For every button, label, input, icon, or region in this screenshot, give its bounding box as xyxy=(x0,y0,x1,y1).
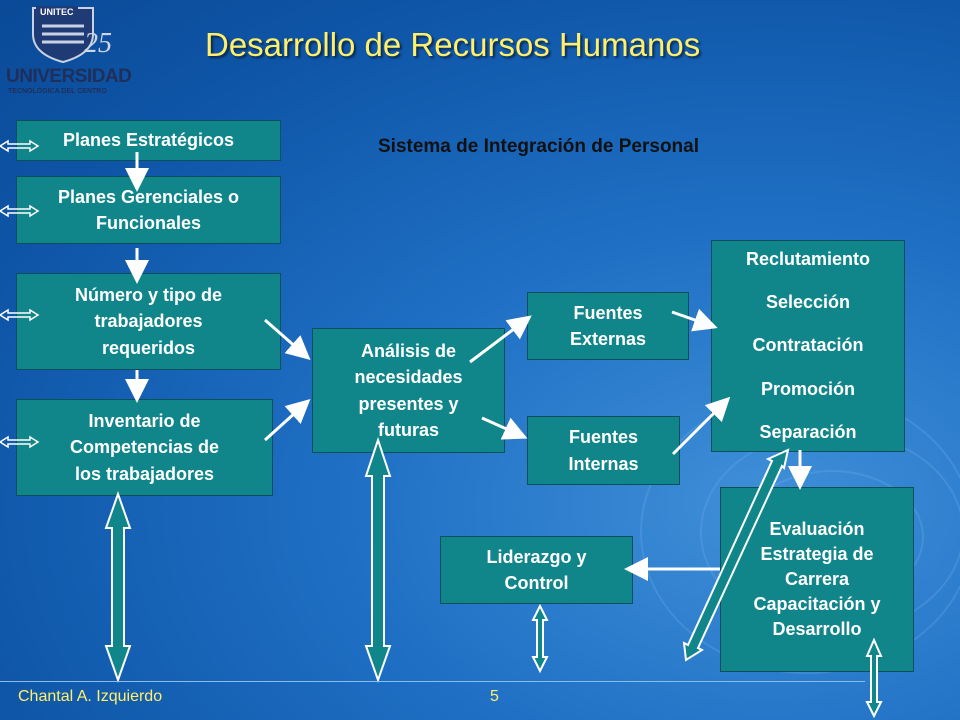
footer-page-number: 5 xyxy=(490,688,499,705)
box-line: Promoción xyxy=(760,378,855,399)
box-line: presentes y xyxy=(358,393,459,414)
vertical-arrow-liderazgo xyxy=(531,603,549,674)
box-line: Competencias de xyxy=(69,437,220,458)
box-inventario-competencias: Inventario de Competencias de los trabajad… xyxy=(16,399,273,496)
box-line: Control xyxy=(504,573,569,593)
footer-divider xyxy=(0,681,865,682)
box-planes-estrategicos: Planes Estratégicos xyxy=(16,120,281,161)
box-line: los trabajadores xyxy=(74,463,215,484)
university-logo: UNITEC 25 UNIVERSIDAD TECNOLÓGICA DEL CE… xyxy=(6,4,132,100)
box-planes-gerenciales: Planes Gerenciales o Funcionales xyxy=(16,176,281,244)
box-numero-tipo-trabajadores: Número y tipo de trabajadores requeridos xyxy=(16,273,281,370)
vertical-arrow-analisis xyxy=(364,436,392,684)
logo-brand: UNITEC xyxy=(36,6,78,18)
vertical-arrow-inventario xyxy=(104,490,132,684)
box-line: Reclutamiento xyxy=(745,249,871,270)
box-line: Fuentes xyxy=(573,302,643,323)
box-line: Inventario de xyxy=(88,411,201,432)
box-line: Funcionales xyxy=(95,213,202,233)
box-line: futuras xyxy=(377,419,439,440)
logo-name: UNIVERSIDAD xyxy=(6,66,132,87)
box-line: Carrera xyxy=(784,568,850,589)
box-analisis-necesidades: Análisis de necesidades presentes y futuras xyxy=(312,328,505,453)
logo-anniversary: 25 xyxy=(84,28,112,59)
box-line: Selección xyxy=(765,292,851,313)
box-line: Internas xyxy=(568,453,639,474)
box-line: Separación xyxy=(759,421,857,442)
box-line: Liderazgo y xyxy=(486,546,587,567)
box-line: Estrategia de xyxy=(760,543,874,564)
box-line: trabajadores xyxy=(94,311,203,332)
box-liderazgo-control: Liderazgo y Control xyxy=(440,536,633,604)
box-line: Capacitación y xyxy=(753,594,881,615)
footer-author: Chantal A. Izquierdo xyxy=(18,688,163,705)
box-line: necesidades xyxy=(354,367,463,388)
box-line: Planes Estratégicos xyxy=(62,130,235,151)
shield-icon xyxy=(32,7,94,64)
box-line: Desarrollo xyxy=(772,619,862,640)
logo-subtitle: TECNOLÓGICA DEL CENTRO xyxy=(8,88,107,95)
box-line: Análisis de xyxy=(360,341,457,362)
box-line: Evaluación xyxy=(769,518,865,539)
box-line: Planes Gerenciales o xyxy=(57,186,240,207)
box-line: Externas xyxy=(569,329,647,349)
slide-title: Desarrollo de Recursos Humanos xyxy=(205,26,701,63)
slide-subtitle: Sistema de Integración de Personal xyxy=(378,136,699,157)
box-line: Fuentes xyxy=(568,427,638,448)
box-line: Contratación xyxy=(752,335,864,356)
box-line: requeridos xyxy=(101,337,196,358)
box-line: Número y tipo de xyxy=(74,285,222,306)
